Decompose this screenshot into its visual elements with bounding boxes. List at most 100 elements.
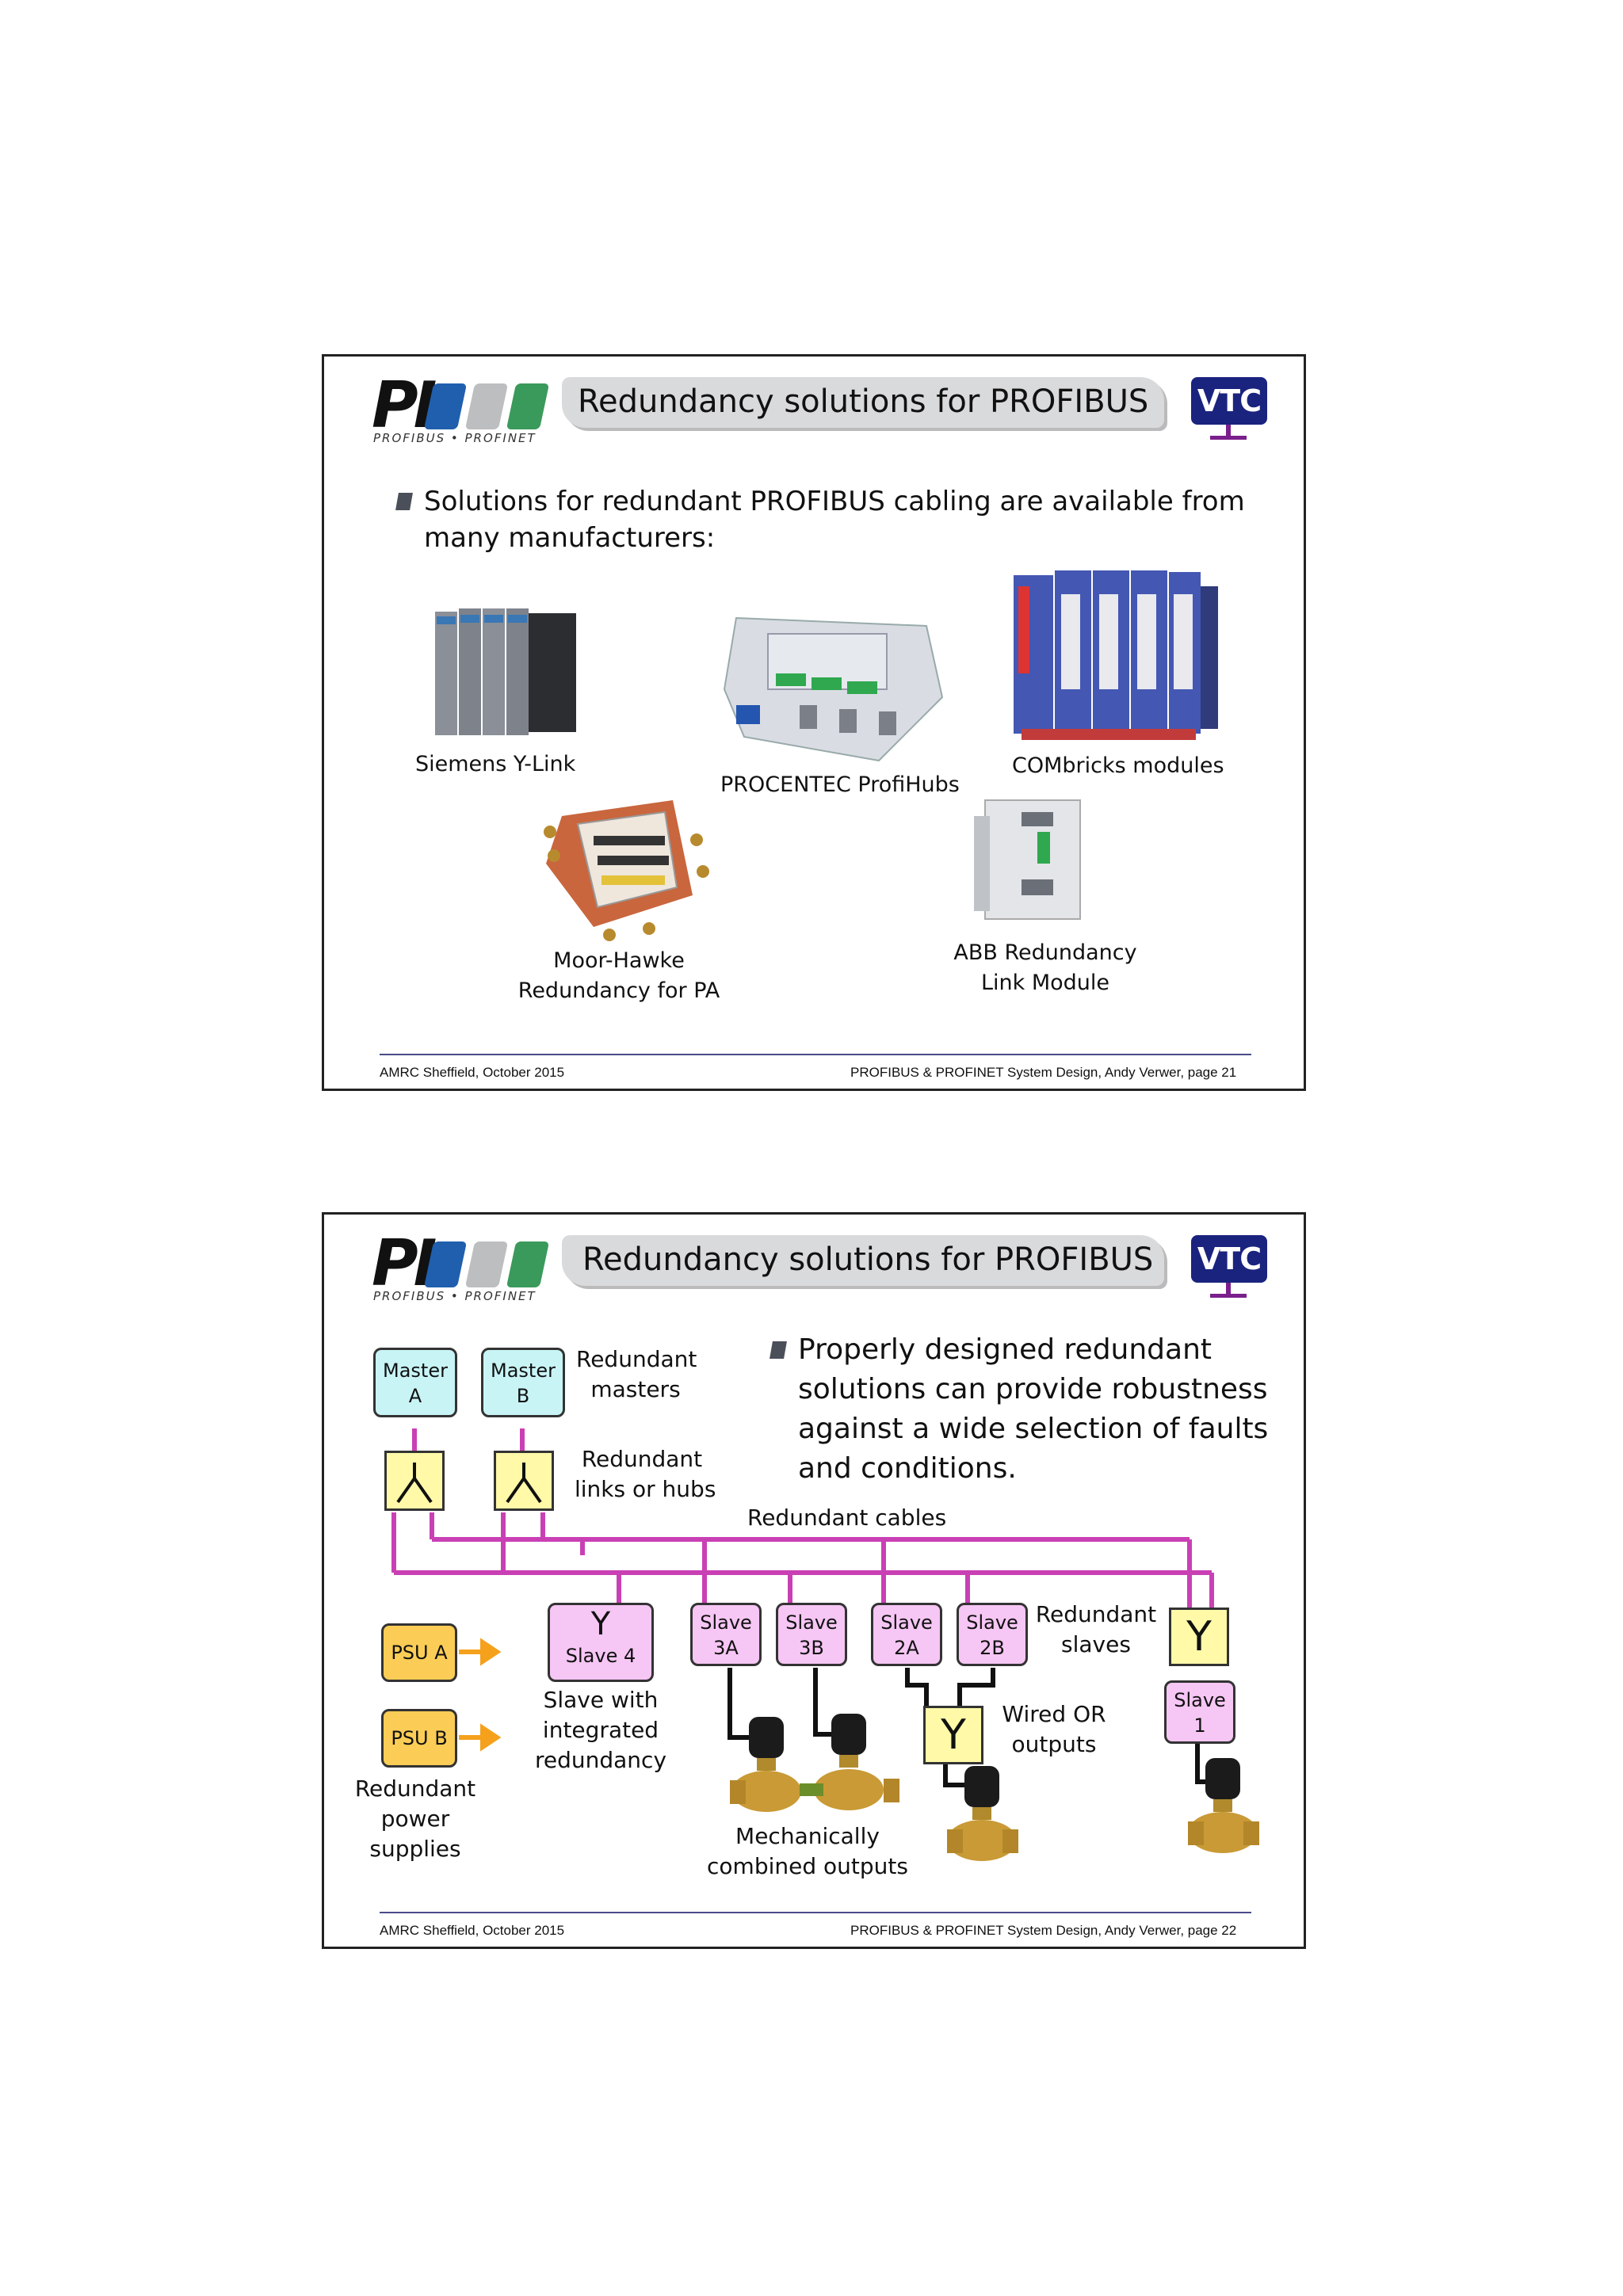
master-a-label: Master [383, 1360, 448, 1382]
redundancy-diagram [391, 1428, 1259, 1861]
solenoid-valve-icon [730, 1717, 801, 1812]
vtc-logo: VTC [1191, 377, 1267, 440]
caption-abb-line1: ABB Redundancy [953, 940, 1137, 965]
slave4-desc-1: Slave with [543, 1687, 659, 1713]
wired-or-y-box: Y [923, 1706, 983, 1764]
footer-left: AMRC Sheffield, October 2015 [380, 1923, 565, 1938]
bullet-text-line3: against a wide selection of faults [798, 1413, 1269, 1445]
slide-21: PI PROFIBUS • PROFINET Redundancy soluti… [322, 354, 1306, 1091]
y-symbol: Y [590, 1606, 611, 1642]
redundant-masters-label-2: masters [590, 1376, 681, 1402]
bullet-text-line2: many manufacturers: [424, 522, 716, 554]
slide-title: Redundancy solutions for PROFIBUS [582, 1241, 1154, 1278]
mech-combined-label-2: combined outputs [707, 1853, 908, 1879]
solenoid-valve-icon [800, 1714, 899, 1810]
mech-combined-label-1: Mechanically [735, 1823, 880, 1849]
wired-or-label-1: Wired OR [1002, 1701, 1106, 1727]
bullet-text-line1: Solutions for redundant PROFIBUS cabling… [424, 486, 1245, 517]
slave-2a-box: Slave 2A [871, 1603, 942, 1666]
slave-3a-box: Slave 3A [690, 1603, 762, 1666]
pi-logo: PI PROFIBUS • PROFINET [372, 1232, 551, 1303]
psu-b-label: PSU B [391, 1727, 448, 1749]
solenoid-valve-icon [947, 1766, 1018, 1861]
redundant-psu-label-1: Redundant [354, 1775, 476, 1802]
slave-1-label: Slave [1174, 1689, 1226, 1711]
slave-3b-id: 3B [799, 1637, 824, 1659]
caption-procentec: PROCENTEC ProfiHubs [720, 772, 960, 797]
caption-abb-line2: Link Module [980, 971, 1110, 995]
wired-or-label-2: outputs [1011, 1731, 1097, 1757]
slave-1-id: 1 [1193, 1714, 1206, 1737]
slave-3b-box: Slave 3B [776, 1603, 847, 1666]
slide-title: Redundancy solutions for PROFIBUS [578, 383, 1149, 420]
combricks-modules-image [1014, 570, 1218, 740]
moor-hawke-image [544, 800, 709, 941]
profibus-cables [391, 1428, 1214, 1608]
psu-a-label: PSU A [391, 1642, 448, 1664]
caption-combricks: COMbricks modules [1012, 753, 1224, 778]
footer-right: PROFIBUS & PROFINET System Design, Andy … [850, 1065, 1237, 1080]
vtc-logo-stem [1226, 425, 1231, 437]
pi-logo-subtitle: PROFIBUS • PROFINET [373, 431, 537, 445]
slave-3b-label: Slave [785, 1611, 838, 1634]
footer-divider [380, 1912, 1251, 1913]
slide-22: PI PROFIBUS • PROFINET Redundancy soluti… [322, 1212, 1306, 1949]
redundant-masters-label-1: Redundant [576, 1346, 697, 1372]
master-b-box: Master B [481, 1348, 565, 1417]
abb-redundancy-module-image [974, 799, 1081, 920]
footer-right: PROFIBUS & PROFINET System Design, Andy … [850, 1923, 1237, 1938]
redundant-cables-label: Redundant cables [747, 1505, 947, 1531]
procentec-profihub-image [723, 616, 944, 762]
slave-3a-label: Slave [700, 1611, 752, 1634]
redundant-links-label-1: Redundant [581, 1446, 703, 1472]
master-b-id: B [516, 1385, 530, 1407]
psu-b-box: PSU B [381, 1709, 457, 1768]
pi-logo-subtitle: PROFIBUS • PROFINET [373, 1289, 537, 1303]
caption-siemens: Siemens Y-Link [415, 752, 576, 776]
slave4-desc-3: redundancy [534, 1747, 667, 1773]
slave-1-y-box: Y [1169, 1608, 1229, 1666]
slave-2a-id: 2A [894, 1637, 919, 1659]
vtc-logo-base [1210, 1294, 1247, 1298]
slide-title-bar: Redundancy solutions for PROFIBUS [562, 377, 1164, 428]
slave-2b-id: 2B [980, 1637, 1005, 1659]
master-a-id: A [408, 1385, 422, 1407]
bullet-text-line1: Properly designed redundant [798, 1333, 1212, 1366]
vtc-logo: VTC [1191, 1235, 1267, 1298]
vtc-logo-base [1210, 436, 1247, 440]
y-symbol: Y [1186, 1613, 1212, 1661]
siemens-ylink-image [435, 608, 576, 735]
product-images [435, 570, 1218, 941]
master-a-box: Master A [373, 1348, 457, 1417]
caption-moor-line1: Moor-Hawke [553, 948, 685, 973]
solenoid-valve-icon [1188, 1758, 1259, 1853]
y-symbol: Y [941, 1711, 966, 1759]
caption-moor-line2: Redundancy for PA [517, 978, 720, 1003]
output-wires [727, 1668, 1205, 1787]
slave-4-label: Slave 4 [565, 1645, 636, 1667]
y-link-icon [396, 1463, 433, 1504]
psu-a-box: PSU A [381, 1623, 457, 1682]
y-link-hub-a [384, 1451, 445, 1511]
y-link-hub-b [494, 1451, 554, 1511]
footer-divider [380, 1054, 1251, 1055]
slave-2b-box: Slave 2B [957, 1603, 1028, 1666]
y-link-icon [506, 1463, 542, 1504]
redundant-slaves-label-1: Redundant [1035, 1601, 1157, 1627]
redundant-links-label-2: links or hubs [575, 1476, 716, 1502]
vtc-logo-stem [1226, 1283, 1231, 1295]
slave-3a-id: 3A [713, 1637, 739, 1659]
master-b-label: Master [491, 1360, 556, 1382]
redundant-psu-label-3: supplies [369, 1836, 461, 1862]
footer-left: AMRC Sheffield, October 2015 [380, 1065, 565, 1080]
bullet-text-line4: and conditions. [798, 1452, 1017, 1485]
vtc-logo-text: VTC [1191, 377, 1267, 425]
slave-2a-label: Slave [880, 1611, 933, 1634]
slave-2b-label: Slave [966, 1611, 1018, 1634]
redundant-slaves-label-2: slaves [1061, 1631, 1131, 1657]
redundant-psu-label-2: power [380, 1806, 450, 1832]
vtc-logo-text: VTC [1191, 1235, 1267, 1283]
psu-arrows [459, 1638, 502, 1752]
pi-logo: PI PROFIBUS • PROFINET [372, 374, 551, 445]
slave-1-box: Slave 1 [1164, 1680, 1235, 1744]
